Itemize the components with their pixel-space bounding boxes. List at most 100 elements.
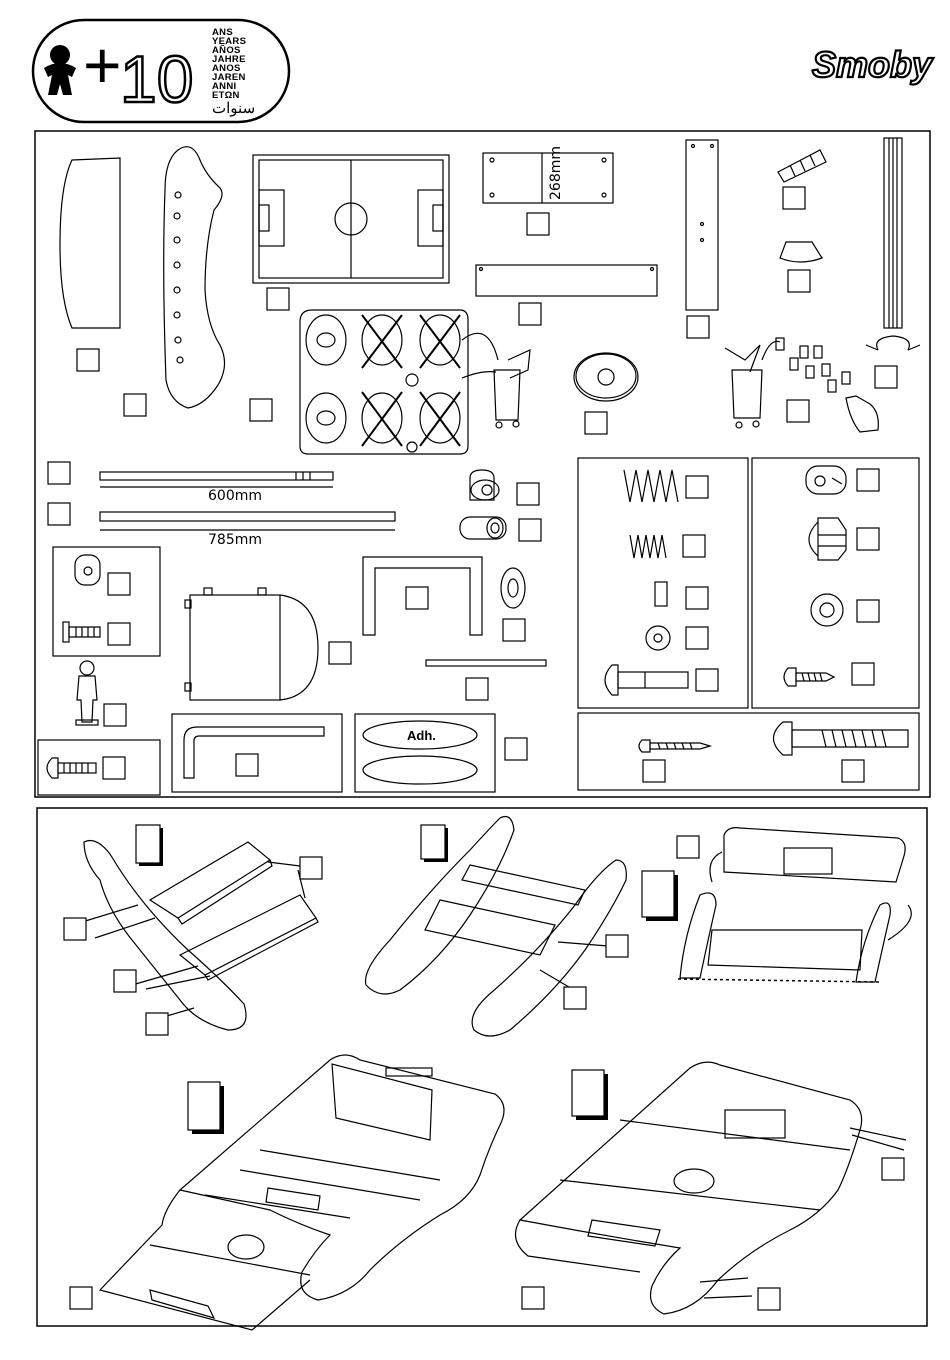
part-barrel-nut [806, 466, 846, 494]
parts-group-box [172, 714, 342, 792]
parts-group-box [578, 713, 919, 790]
quantity-box [758, 1288, 780, 1310]
part-screw-medium [639, 740, 710, 752]
part-spacer-disc [501, 568, 525, 608]
quantity-box [48, 503, 70, 525]
step-number-card [188, 1082, 224, 1134]
quantity-box [788, 270, 810, 292]
quantity-box [683, 535, 705, 557]
parts-group-box [38, 740, 160, 795]
part-bolt-short [63, 622, 100, 642]
part-cap-nut [809, 518, 846, 560]
quantity-box [687, 316, 709, 338]
part-screw-large [774, 722, 909, 755]
part-rod-long [100, 512, 395, 530]
quantity-box [48, 462, 70, 484]
quantity-box [124, 394, 146, 416]
quantity-box [108, 623, 130, 645]
quantity-box [857, 600, 879, 622]
dimension-rod-short: 600mm [208, 488, 262, 504]
part-thin-strip [426, 660, 546, 666]
part-player-figure [76, 661, 98, 725]
quantity-box [686, 587, 708, 609]
part-long-rail [866, 138, 920, 350]
quantity-box [406, 587, 428, 609]
quantity-box [267, 288, 289, 310]
plus-sign: + [83, 28, 122, 102]
part-score-counter [778, 150, 826, 182]
quantity-box [70, 1287, 92, 1309]
part-washer-small [646, 626, 670, 650]
quantity-box [857, 469, 879, 491]
part-cap [470, 470, 499, 500]
quantity-box [519, 519, 541, 541]
quantity-box [643, 760, 665, 782]
step-number-card [421, 825, 448, 862]
part-playing-field [253, 155, 449, 283]
step-number-card [136, 825, 163, 866]
age-badge: + 10 ANS YEARS AÑOS JAHRE ANOS JAREN ANN… [33, 20, 289, 122]
step-number-card [572, 1070, 608, 1120]
quantity-box [875, 366, 897, 388]
sticker-label: Adh. [407, 728, 436, 743]
quantity-box [882, 1158, 904, 1180]
quantity-box [103, 757, 125, 779]
part-vertical-strip [686, 140, 718, 310]
quantity-box [503, 619, 525, 641]
part-bolt-carriage [605, 665, 688, 695]
part-waste-bin [462, 333, 530, 428]
quantity-box [64, 918, 86, 940]
quantity-box [146, 1013, 168, 1035]
part-flat-washer [811, 594, 843, 626]
part-bushing [460, 517, 506, 539]
quantity-box [300, 857, 322, 879]
age-word: سنوات [212, 100, 255, 117]
part-cover-panel [60, 158, 120, 328]
quantity-box [783, 187, 805, 209]
assembly-step-3 [642, 828, 911, 982]
quantity-box [857, 528, 879, 550]
quantity-box [77, 349, 99, 371]
assembly-step-4 [70, 1055, 504, 1330]
part-eccentric-washer [75, 555, 100, 585]
part-rod-short [100, 472, 333, 487]
quantity-box [527, 213, 549, 235]
part-handle [780, 242, 822, 262]
dimension-rod-long: 785mm [208, 532, 262, 548]
quantity-box [517, 483, 539, 505]
quantity-box [522, 1287, 544, 1309]
part-side-plank [164, 147, 225, 408]
parts-group-box [752, 458, 919, 708]
quantity-box [250, 399, 272, 421]
part-bolt-round-head [47, 758, 96, 778]
quantity-box [677, 836, 699, 858]
quantity-box [505, 738, 527, 760]
quantity-box [686, 476, 708, 498]
brand-logo: Smoby [812, 44, 934, 85]
assembly-step-1 [64, 825, 322, 1035]
quantity-box [852, 663, 874, 685]
quantity-box [466, 678, 488, 700]
parts-group-box [578, 458, 748, 708]
part-player-frames [300, 310, 468, 454]
part-goal-box [185, 588, 318, 700]
quantity-box [114, 970, 136, 992]
quantity-box [329, 642, 351, 664]
quantity-box [842, 760, 864, 782]
part-wood-screw [784, 668, 834, 686]
quantity-box [686, 627, 708, 649]
quantity-box [104, 704, 126, 726]
cross-out-icon [362, 315, 460, 446]
step-number-card [642, 871, 678, 921]
part-spring-long [624, 470, 678, 502]
assembly-step-2 [366, 817, 629, 1037]
quantity-box [606, 935, 628, 957]
part-long-bar [476, 265, 657, 296]
part-nut-small [655, 582, 667, 606]
assembly-step-5 [516, 1062, 907, 1314]
dimension-plate: 268mm [548, 146, 564, 200]
age-number: 10 [120, 42, 193, 116]
quantity-box [564, 987, 586, 1009]
quantity-box [585, 412, 607, 434]
